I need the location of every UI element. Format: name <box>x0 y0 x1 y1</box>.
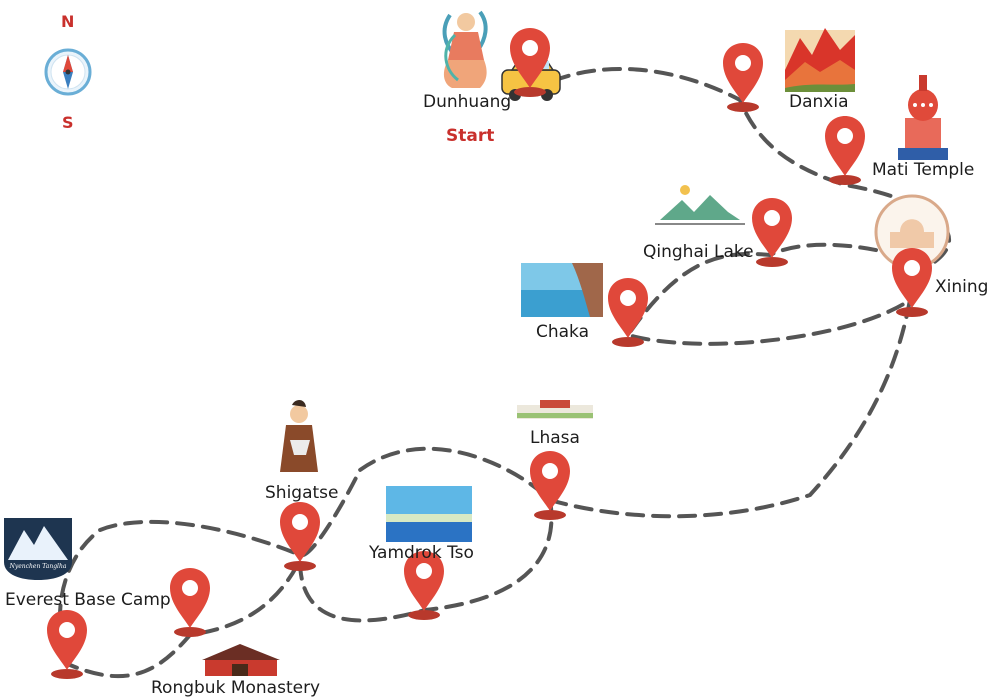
pin-everest-base-camp[interactable] <box>47 610 87 679</box>
pin-mati-temple[interactable] <box>825 116 865 185</box>
stop-label-danxia: Danxia <box>789 92 849 112</box>
mati-temple-illustration <box>898 75 948 160</box>
start-label: Start <box>446 126 495 146</box>
stop-label-rongbuk-monastery: Rongbuk Monastery <box>151 678 321 698</box>
stop-label-everest-base-camp: Everest Base Camp <box>5 590 171 610</box>
stop-label-mati-temple: Mati Temple <box>872 160 975 180</box>
svg-text:Nyenchen Tanglha: Nyenchen Tanglha <box>9 563 67 570</box>
compass-icon <box>44 48 92 96</box>
compass-north-label: N <box>61 12 75 31</box>
stop-label-dunhuang: Dunhuang <box>423 92 512 112</box>
stop-label-xining: Xining <box>935 277 989 297</box>
compass-south-label: S <box>62 113 74 132</box>
rongbuk-monastery-illustration <box>202 644 280 676</box>
stop-label-yamdrok-tso: Yamdrok Tso <box>369 543 474 563</box>
stop-label-lhasa: Lhasa <box>530 428 580 448</box>
yamdrok-tso-photo <box>386 486 472 542</box>
dunhuang-dancer-illustration <box>442 10 488 88</box>
xining-temple-badge <box>874 194 950 270</box>
pin-shigatse[interactable] <box>280 502 320 571</box>
stop-label-shigatse: Shigatse <box>265 483 339 503</box>
everest-badge: Nyenchen Tanglha <box>4 518 72 580</box>
pin-danxia[interactable] <box>723 43 763 112</box>
lhasa-palace-illustration <box>517 400 593 419</box>
shigatse-figure-illustration <box>280 399 318 472</box>
pin-qinghai-lake[interactable] <box>752 198 792 267</box>
stop-label-chaka: Chaka <box>536 322 590 342</box>
pin-rongbuk-monastery[interactable] <box>170 568 210 637</box>
qinghai-lake-illustration <box>655 185 745 225</box>
pin-lhasa[interactable] <box>530 451 570 520</box>
stop-label-qinghai-lake: Qinghai Lake <box>643 242 754 262</box>
chaka-photo <box>521 263 603 317</box>
danxia-landform-illustration <box>785 28 855 92</box>
